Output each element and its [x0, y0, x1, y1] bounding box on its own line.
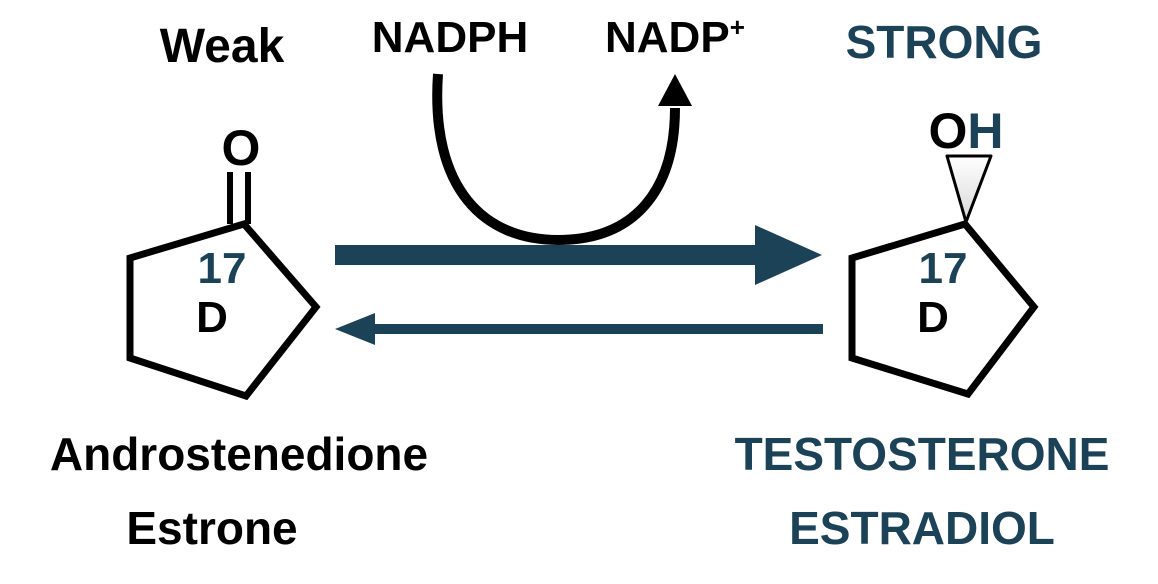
right-hydroxyl-label: OH	[928, 103, 1003, 159]
right-hydroxyl-h: H	[967, 103, 1003, 159]
forward-arrowhead	[755, 225, 822, 285]
nadp-text: NADP	[605, 13, 730, 62]
right-d-ring	[848, 219, 1039, 399]
androstenedione-label: Androstenedione	[50, 428, 428, 480]
weak-label: Weak	[160, 20, 285, 73]
strong-label: STRONG	[846, 16, 1043, 68]
right-position-17: 17	[919, 244, 968, 293]
forward-arrow-shaft	[335, 245, 765, 265]
right-hydroxyl-wedge-bond	[945, 154, 993, 224]
right-hydroxyl-o: O	[928, 103, 967, 159]
reverse-arrow-shaft	[372, 324, 823, 334]
estradiol-label: ESTRADIOL	[789, 502, 1055, 554]
right-ring-d-label: D	[917, 293, 949, 342]
nadp-plus-label: NADP+	[605, 12, 745, 62]
cofactor-curved-arrow	[432, 73, 680, 246]
estrone-label: Estrone	[126, 502, 297, 554]
cofactor-arrowhead	[658, 74, 692, 106]
reverse-arrowhead	[335, 313, 375, 345]
left-oxygen-label: O	[222, 120, 261, 176]
left-d-ring	[126, 220, 321, 401]
nadph-label: NADPH	[372, 13, 528, 62]
nadp-superscript: +	[730, 12, 745, 42]
testosterone-label: TESTOSTERONE	[735, 428, 1110, 480]
left-ring-d-label: D	[196, 293, 228, 342]
left-position-17: 17	[198, 244, 247, 293]
